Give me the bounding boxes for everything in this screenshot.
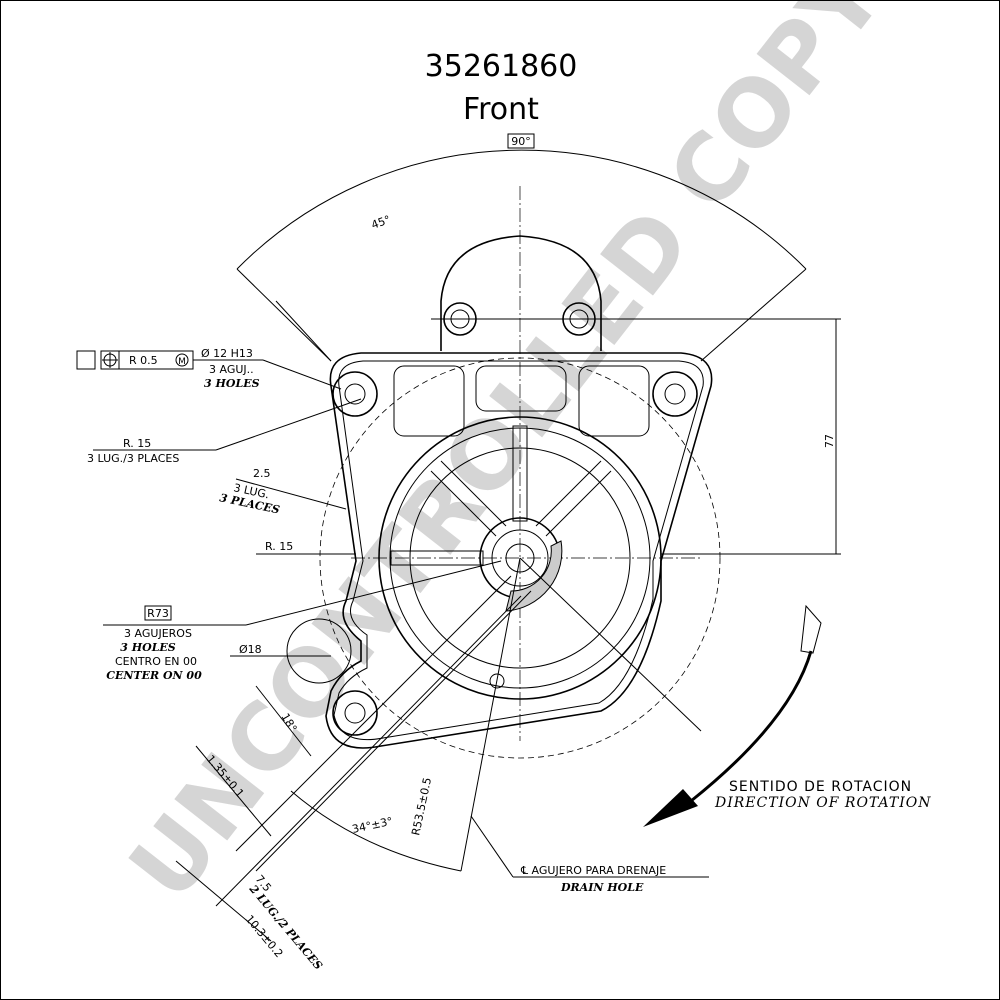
drain-hole-en: DRAIN HOLE bbox=[560, 881, 644, 894]
bolt-count-es: 3 AGUJEROS bbox=[124, 627, 192, 640]
rotation-arrow bbox=[690, 650, 813, 803]
angle-45: 45° bbox=[370, 213, 393, 232]
bolt-count-en: 3 HOLES bbox=[120, 641, 176, 654]
pinion-gear bbox=[505, 540, 563, 612]
part-number: 35261860 bbox=[425, 49, 578, 84]
solenoid-housing bbox=[440, 235, 602, 351]
rotation-es: SENTIDO DE ROTACION bbox=[729, 779, 912, 795]
angle-90: 90° bbox=[511, 135, 531, 148]
angle-box bbox=[507, 133, 535, 149]
mounting-hole bbox=[332, 690, 378, 736]
side-radius: R. 15 bbox=[265, 540, 293, 553]
hole-count-en: 3 HOLES bbox=[204, 377, 260, 390]
angle-arc bbox=[236, 149, 807, 270]
lug-thickness: 2.5 bbox=[253, 467, 271, 480]
tolerance-value: R 0.5 bbox=[129, 354, 158, 367]
drain-angle: 34°±3° bbox=[351, 815, 394, 836]
lug-radius: R. 15 bbox=[123, 437, 151, 450]
drain-hole-es: ℄ AGUJERO PARA DRENAJE bbox=[520, 864, 666, 877]
motor-housing bbox=[378, 416, 662, 700]
recess-circle bbox=[286, 618, 352, 684]
hole-diameter: Ø 12 H13 bbox=[201, 347, 253, 360]
flange-outline bbox=[325, 352, 713, 749]
mounting-hole bbox=[332, 371, 378, 417]
hole-count-es: 3 AGUJ.. bbox=[209, 363, 254, 376]
rotation-en: DIRECTION OF ROTATION bbox=[714, 795, 931, 811]
height-value: 77 bbox=[823, 434, 836, 448]
recess-diameter: Ø18 bbox=[239, 643, 262, 656]
lug-radius-places: 3 LUG./3 PLACES bbox=[87, 452, 179, 465]
center-es: CENTRO EN 00 bbox=[115, 655, 197, 668]
drain-hole bbox=[489, 673, 505, 689]
view-label: Front bbox=[463, 92, 539, 127]
mounting-hole bbox=[652, 371, 698, 417]
drain-radius: R53.5±0.5 bbox=[409, 776, 434, 836]
drain-angle-arc bbox=[290, 790, 462, 872]
mmc-modifier: M bbox=[178, 357, 186, 367]
bolt-circle-radius: R73 bbox=[147, 607, 169, 620]
center-en: CENTER ON 00 bbox=[106, 669, 202, 682]
